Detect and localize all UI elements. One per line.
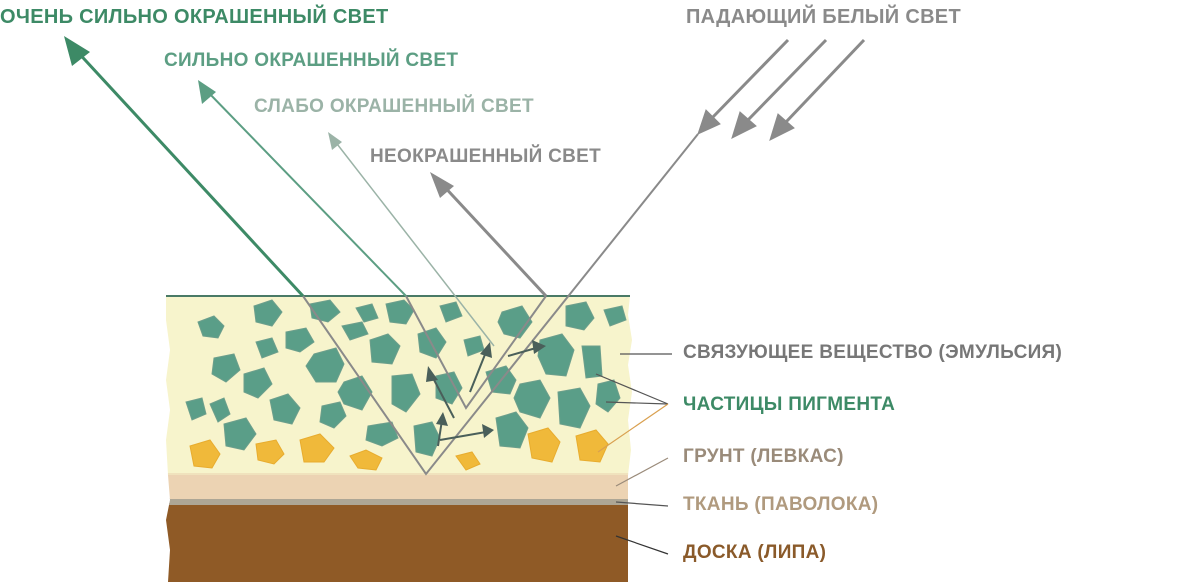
pigment-particle [565, 301, 595, 331]
pigment-particle [211, 353, 241, 383]
pigment-particle [385, 299, 415, 325]
internal-arrowhead [426, 366, 438, 382]
very-strong-arrowhead [64, 36, 90, 66]
pigment-particle [495, 411, 529, 449]
strong-ray [205, 89, 407, 297]
pigment-particle [269, 393, 301, 425]
ground-leader [615, 457, 669, 487]
label-uncolored-light: НЕОКРАШЕННЫЙ СВЕТ [370, 146, 602, 167]
pigment-particle [255, 337, 279, 359]
leader-lines [595, 353, 672, 555]
internal-ray [469, 351, 487, 393]
pigment-particle [253, 299, 283, 327]
pigment-particle [557, 387, 591, 429]
pigment-particle [341, 321, 369, 341]
label-ground: ГРУНТ (ЛЕВКАС) [683, 446, 844, 467]
internal-arrowhead [480, 342, 492, 358]
internal-arrowhead [532, 340, 546, 354]
internal-ray [431, 375, 455, 419]
pigment-leader [605, 401, 669, 405]
ground-particles [189, 427, 609, 471]
pigment-particle [513, 379, 551, 419]
incident-light-rays [697, 38, 866, 141]
ray-path-main [302, 133, 699, 476]
ground-particle [189, 439, 221, 469]
ground-particle [299, 433, 335, 463]
pigment-particle [581, 345, 603, 379]
ochre-leader [597, 403, 669, 453]
ground-particle [349, 449, 383, 471]
pigment-particle [537, 333, 575, 377]
pigment-particle [197, 315, 225, 339]
label-pigment: ЧАСТИЦЫ ПИГМЕНТА [683, 394, 896, 415]
label-binder: СВЯЗУЮЩЕЕ ВЕЩЕСТВО (ЭМУЛЬСИЯ) [683, 342, 1063, 363]
internal-ray [439, 431, 487, 441]
pigment-particle [355, 303, 379, 323]
weak-arrowhead [328, 132, 342, 150]
uncolored-ray [438, 180, 548, 298]
ray-paths [302, 133, 699, 476]
pigment-particle [305, 347, 345, 383]
uncolored-arrowhead [430, 172, 454, 198]
ground-particle [455, 451, 481, 471]
pigment-particle [365, 421, 399, 447]
pigment-particle [603, 305, 627, 327]
pigment-particle [209, 397, 231, 423]
fabric-leader [615, 501, 669, 507]
pigment-particle [369, 333, 401, 365]
pigment-particle [243, 367, 273, 399]
ground-particle [255, 439, 285, 465]
ground-particle [575, 429, 609, 463]
board-leader [615, 535, 669, 555]
label-strong-light: СИЛЬНО ОКРАШЕННЫЙ СВЕТ [164, 50, 459, 71]
label-very-strong-light: ОЧЕНЬ СИЛЬНО ОКРАШЕННЫЙ СВЕТ [0, 6, 389, 28]
pigment-particle [497, 305, 533, 339]
pigment-particle [319, 401, 347, 429]
strong-arrowhead [198, 80, 216, 104]
label-board: ДОСКА (ЛИПА) [683, 542, 827, 563]
incident-arrowhead [769, 113, 795, 141]
internal-ray [507, 347, 537, 357]
fabric-layer [166, 498, 632, 505]
label-fabric: ТКАНЬ (ПАВОЛОКА) [683, 494, 879, 515]
pigment-leader [595, 373, 669, 405]
ground-particle [527, 427, 561, 463]
pigment-particle [223, 417, 257, 451]
reflected-rays [64, 36, 548, 347]
label-weak-light: СЛАБО ОКРАШЕННЫЙ СВЕТ [254, 96, 534, 117]
incident-arrowhead [697, 109, 721, 135]
ray-path-strong [405, 295, 547, 410]
very-strong-ray [72, 46, 305, 298]
internal-arrowhead [436, 412, 448, 426]
internal-arrowhead [482, 424, 494, 438]
incident-ray [784, 38, 866, 124]
label-incident-light: ПАДАЮЩИЙ БЕЛЫЙ СВЕТ [686, 6, 961, 28]
board-layer [166, 503, 632, 582]
weak-ray [333, 139, 495, 347]
pigment-particle [413, 421, 441, 457]
ground-layer [166, 474, 632, 499]
incident-arrowhead [731, 111, 757, 139]
internal-arrows [426, 340, 546, 447]
incident-ray [746, 38, 828, 122]
pigment-particle [185, 397, 207, 421]
pigment-particle [439, 301, 463, 323]
pigment-particle [391, 373, 421, 413]
incident-ray [710, 38, 790, 120]
pigment-particle [285, 327, 315, 353]
